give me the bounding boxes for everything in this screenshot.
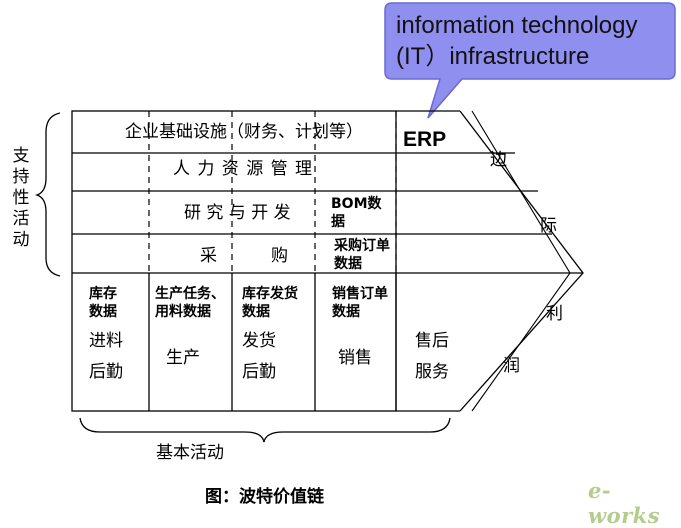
primary-col-data: 生产任务、用料数据 — [155, 286, 225, 320]
margin-char: 边 — [490, 150, 507, 170]
support-row-hr: 人 力 资 源 管 理 — [173, 159, 314, 179]
primary-col-activity: 进料后勤 — [89, 331, 123, 382]
margin-arrow-inner — [471, 110, 571, 412]
margin-char: 利 — [546, 304, 563, 324]
support-row-rnd: 研 究 与 开 发 — [184, 203, 291, 223]
e-works-watermark: e-works — [588, 478, 661, 528]
margin-char: 际 — [540, 216, 557, 236]
bom-data-note: BOM数据 — [331, 196, 382, 230]
primary-col-activity: 生产 — [166, 348, 200, 368]
erp-label: ERP — [403, 128, 447, 151]
callout-text: information technology (IT）infrastructur… — [396, 12, 638, 70]
primary-brace — [79, 417, 451, 443]
support-row-infrastructure: 企业基础设施（财务、计划等） — [125, 122, 363, 142]
primary-col-data: 库存发货数据 — [242, 286, 298, 320]
support-row-procurement: 采 购 — [200, 246, 289, 266]
margin-char: 润 — [503, 356, 520, 376]
support-area-frame — [71, 110, 397, 412]
primary-brace-label: 基本活动 — [156, 443, 224, 463]
support-brace — [34, 112, 61, 277]
primary-col-activity: 售后服务 — [415, 331, 449, 382]
purchase-order-note: 采购订单数据 — [334, 238, 390, 272]
primary-col-activity: 发货后勤 — [242, 331, 276, 382]
callout-bubble — [384, 2, 676, 119]
figure-caption: 图：波特价值链 — [205, 487, 324, 507]
primary-col-data: 销售订单数据 — [332, 286, 388, 320]
margin-arrow-outer — [459, 110, 584, 412]
value-chain-diagram — [34, 2, 676, 443]
support-brace-label: 支持性活动 — [12, 146, 30, 250]
primary-col-data: 库存数据 — [89, 286, 117, 320]
primary-col-activity: 销售 — [338, 348, 372, 368]
